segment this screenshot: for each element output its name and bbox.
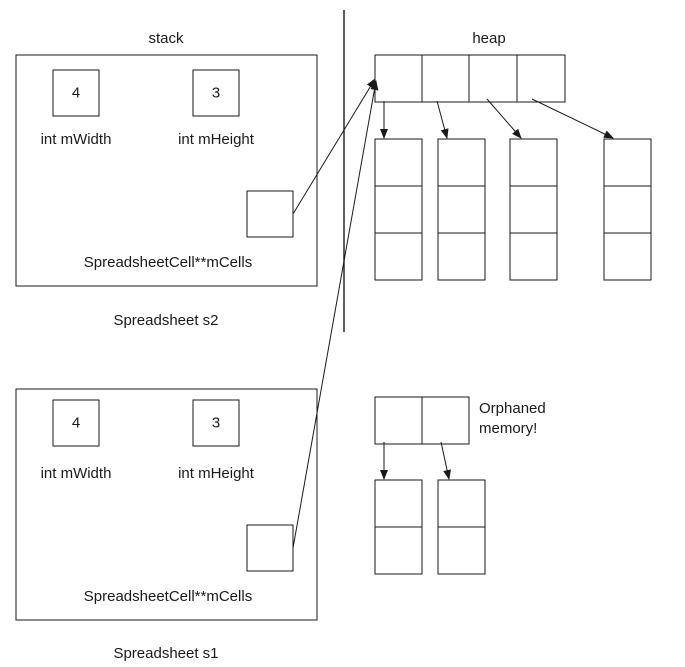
s1-cells-label: SpreadsheetCell**mCells [84,588,252,605]
s1-caption: Spreadsheet s1 [113,645,218,662]
heap-orphan-block [374,396,486,575]
s1-width-box [52,399,100,447]
heap-cell [603,232,652,281]
heap-pointer-slot [374,54,423,103]
s1-height-value: 3 [212,415,220,432]
heap-main-block [374,54,652,281]
s2-caption: Spreadsheet s2 [113,312,218,329]
orphan-cell [437,479,486,528]
s1-width-label: int mWidth [41,465,112,482]
s2-height-value: 3 [212,85,220,102]
heap-cell [437,185,486,234]
s2-width-box [52,69,100,117]
stack-label: stack [148,30,184,47]
s1-width-value: 4 [72,415,80,432]
s1-height-label: int mHeight [178,465,255,482]
orphan-column-pointer-arrow [440,441,452,480]
heap-cell [374,185,423,234]
orphan-cell [374,526,423,575]
orphan-pointer-slot [374,396,423,445]
s2-mcells-arrow [292,78,376,215]
orphan-pointer-slot [421,396,470,445]
s2-width-value: 4 [72,85,80,102]
heap-cell [603,185,652,234]
s2-height-label: int mHeight [178,131,255,148]
orphan-cell [374,479,423,528]
heap-cell [374,138,423,187]
orphaned-memory-label: Orphaned [479,400,546,417]
orphan-cell [437,526,486,575]
s1-mcells-arrow [292,80,379,549]
heap-cell [509,138,558,187]
heap-column-pointer-arrow [486,98,522,139]
heap-cell [437,232,486,281]
heap-cell [509,185,558,234]
s2-cells-label: SpreadsheetCell**mCells [84,254,252,271]
s2-height-box [192,69,240,117]
spreadsheet-s2: 4 int mWidth 3 int mHeight SpreadsheetCe… [15,54,318,287]
heap-column-pointer-arrow [531,98,614,139]
s2-cells-pointer-box [246,190,294,238]
heap-column-pointer-arrow [436,100,449,139]
heap-cell [437,138,486,187]
s2-width-label: int mWidth [41,131,112,148]
heap-label: heap [472,30,505,47]
heap-pointer-slot [421,54,470,103]
s1-cells-pointer-box [246,524,294,572]
s1-height-box [192,399,240,447]
spreadsheet-s1: 4 int mWidth 3 int mHeight SpreadsheetCe… [15,388,318,621]
heap-pointer-slot [516,54,566,103]
heap-cell [603,138,652,187]
heap-cell [509,232,558,281]
orphaned-memory-label: memory! [479,420,537,437]
heap-pointer-slot [468,54,518,103]
heap-cell [374,232,423,281]
